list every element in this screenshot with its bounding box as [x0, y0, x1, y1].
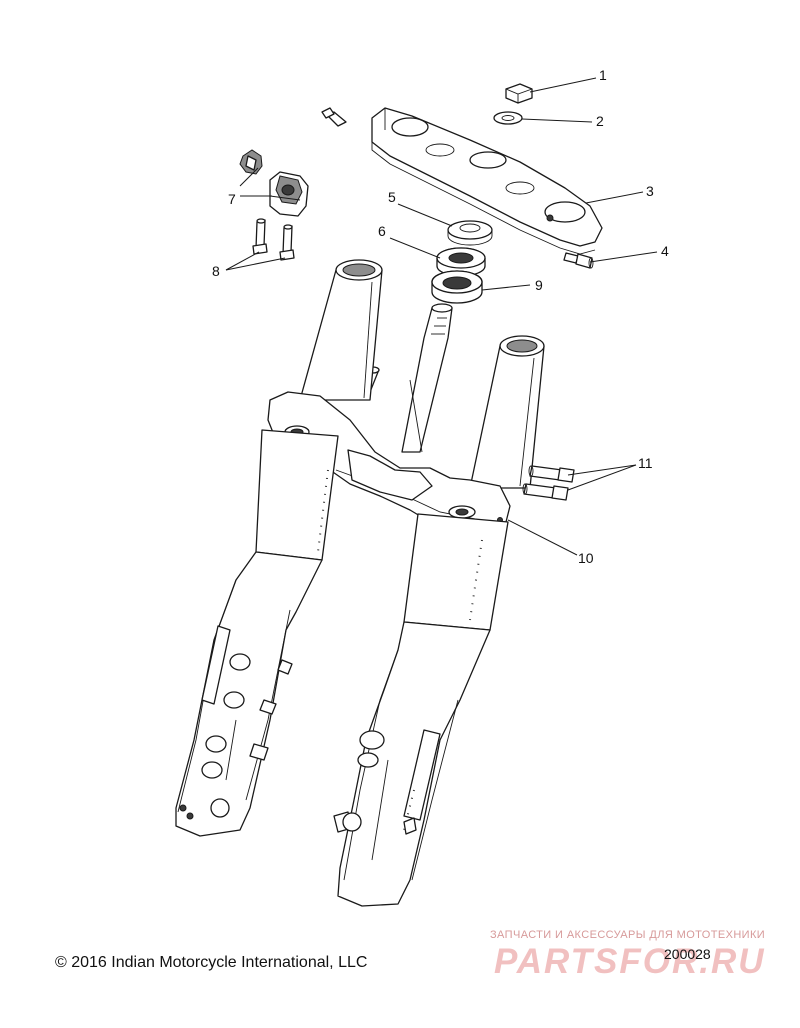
diagram-id: 200028: [664, 946, 711, 962]
part-right-lower-leg: [333, 513, 509, 907]
part-riser-bolts: [252, 218, 295, 261]
callout-11: 11: [638, 455, 653, 471]
part-top-nut: [505, 83, 533, 104]
callout-1: 1: [599, 67, 607, 83]
part-dust-seal: [447, 220, 493, 246]
part-steering-stem: [401, 303, 453, 453]
watermark-logo: PARTSFOR.RU: [494, 942, 766, 981]
callout-3: 3: [646, 183, 654, 199]
part-washer: [493, 111, 523, 125]
part-left-lower-leg: [175, 429, 339, 837]
part-small-bolt: [321, 107, 347, 127]
callout-7: 7: [228, 191, 236, 207]
callout-labels: 1 2 3 4 5 6 7 8 9 10 11: [212, 67, 669, 566]
callout-6: 6: [378, 223, 386, 239]
part-right-fork-tube: [469, 335, 545, 489]
callout-8: 8: [212, 263, 220, 279]
part-upper-triple-clamp: [371, 107, 603, 255]
leader-lines: [225, 77, 658, 556]
part-left-fork-tube: [299, 259, 383, 401]
callout-4: 4: [661, 243, 669, 259]
callout-5: 5: [388, 189, 396, 205]
part-clamp-bolt: [563, 252, 594, 269]
part-upper-bearing: [436, 247, 486, 277]
part-lower-bearing: [431, 270, 483, 304]
callout-9: 9: [535, 277, 543, 293]
callout-10: 10: [578, 550, 594, 566]
part-riser-clamp: [239, 149, 309, 217]
copyright-notice: © 2016 Indian Motorcycle International, …: [55, 954, 368, 971]
callout-2: 2: [596, 113, 604, 129]
part-pinch-bolts: [522, 465, 575, 501]
watermark-tagline: ЗАПЧАСТИ И АКСЕССУАРЫ ДЛЯ МОТОТЕХНИКИ: [490, 929, 766, 941]
